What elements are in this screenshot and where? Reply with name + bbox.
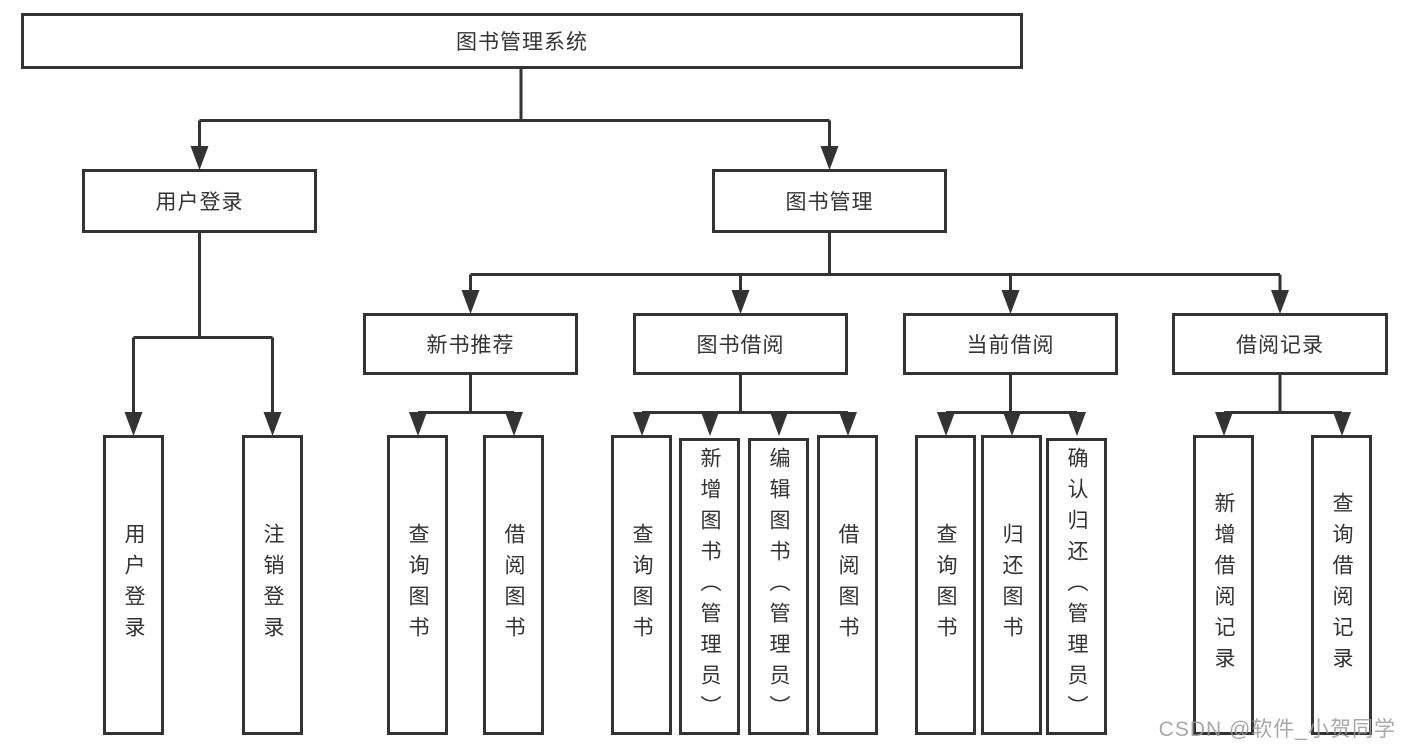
leaf-logout-login: 注销登录 <box>242 435 303 735</box>
leaf-label: 归还图书 <box>1000 523 1023 647</box>
leaf-borrow-books-recommend: 借阅图书 <box>483 435 544 735</box>
leaf-query-books-current: 查询图书 <box>915 435 976 735</box>
leaf-user-login: 用户登录 <box>103 435 164 735</box>
leaf-label: 新增图书（管理员） <box>698 447 721 726</box>
node-book-management: 图书管理 <box>712 169 947 233</box>
node-label: 图书借阅 <box>696 334 785 357</box>
leaf-label: 查询图书 <box>406 523 429 647</box>
leaf-borrow-books-borrowing: 借阅图书 <box>817 435 878 735</box>
node-user-login: 用户登录 <box>82 169 317 233</box>
node-borrowing-records: 借阅记录 <box>1172 313 1388 375</box>
csdn-watermark: CSDN @软件_小贺同学 <box>1158 718 1396 741</box>
leaf-label: 查询图书 <box>630 523 653 647</box>
leaf-label: 注销登录 <box>261 523 284 647</box>
node-label: 借阅记录 <box>1236 334 1324 357</box>
node-label: 用户登录 <box>155 191 244 214</box>
leaf-confirm-return-admin: 确认归还（管理员） <box>1046 438 1107 735</box>
leaf-edit-book-admin: 编辑图书（管理员） <box>748 438 809 735</box>
leaf-add-borrow-record: 新增借阅记录 <box>1193 435 1254 735</box>
leaf-label: 查询借阅记录 <box>1330 492 1353 678</box>
leaf-query-borrow-record: 查询借阅记录 <box>1311 435 1372 735</box>
node-label: 当前借阅 <box>966 334 1055 357</box>
leaf-label: 借阅图书 <box>502 523 525 647</box>
leaf-label: 确认归还（管理员） <box>1065 447 1088 726</box>
leaf-label: 查询图书 <box>934 523 957 647</box>
node-current-borrowing: 当前借阅 <box>903 313 1118 375</box>
node-library-management-system: 图书管理系统 <box>21 13 1023 69</box>
leaf-add-book-admin: 新增图书（管理员） <box>679 438 740 735</box>
leaf-query-books-borrowing: 查询图书 <box>611 435 672 735</box>
leaf-return-book: 归还图书 <box>981 435 1042 735</box>
node-label: 图书管理 <box>785 191 874 214</box>
leaf-label: 借阅图书 <box>836 523 859 647</box>
node-label: 新书推荐 <box>426 334 515 357</box>
node-book-borrowing: 图书借阅 <box>633 313 848 375</box>
node-new-book-recommendation: 新书推荐 <box>363 313 578 375</box>
node-label: 图书管理系统 <box>456 31 588 54</box>
leaf-label: 用户登录 <box>122 523 145 647</box>
leaf-label: 新增借阅记录 <box>1212 492 1235 678</box>
leaf-query-books-recommend: 查询图书 <box>387 435 448 735</box>
leaf-label: 编辑图书（管理员） <box>767 447 790 726</box>
